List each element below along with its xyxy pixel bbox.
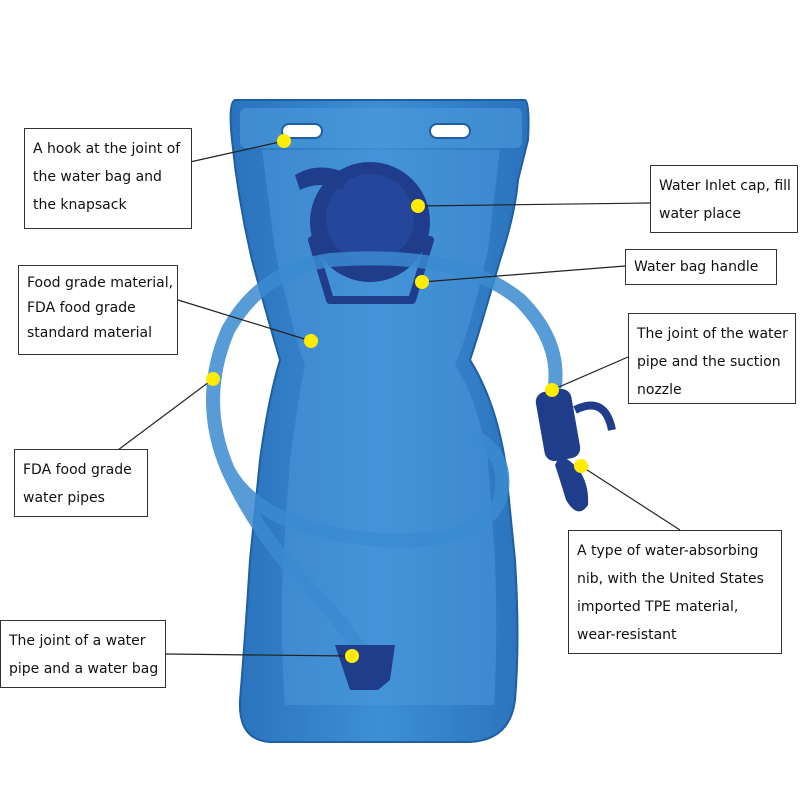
hook-slot-left bbox=[281, 123, 323, 139]
label-line: The joint of a water bbox=[9, 633, 146, 649]
bite-valve bbox=[555, 455, 589, 512]
marker-handle bbox=[415, 275, 429, 289]
label-pipe-joint: The joint of a water pipe and a water ba… bbox=[0, 620, 166, 688]
label-line: A type of water-absorbing bbox=[577, 543, 759, 559]
leader-handle bbox=[421, 265, 626, 283]
label-line: FDA food grade bbox=[23, 462, 132, 478]
label-line: The joint of the water bbox=[637, 326, 788, 342]
leader-inlet-cap bbox=[417, 202, 651, 207]
nozzle-cap-tether bbox=[573, 401, 616, 431]
leader-pipe-joint bbox=[165, 653, 351, 657]
marker-material bbox=[304, 334, 318, 348]
label-line: nib, with the United States bbox=[577, 571, 764, 587]
label-nozzle-joint: The joint of the water pipe and the suct… bbox=[628, 313, 796, 404]
marker-hook bbox=[277, 134, 291, 148]
leader-nozzle-joint bbox=[551, 356, 629, 391]
water-pipe bbox=[206, 251, 563, 657]
label-line: water pipes bbox=[23, 490, 105, 506]
label-line: imported TPE material, bbox=[577, 599, 739, 615]
label-line: Food grade material, bbox=[27, 275, 174, 291]
leader-pipes bbox=[117, 378, 214, 451]
label-line: pipe and the suction bbox=[637, 354, 781, 370]
marker-pipe-joint bbox=[345, 649, 359, 663]
label-material: Food grade material, FDA food grade stan… bbox=[18, 265, 178, 355]
label-line: the knapsack bbox=[33, 197, 127, 213]
label-nib: A type of water-absorbing nib, with the … bbox=[568, 530, 782, 654]
marker-nib bbox=[574, 459, 588, 473]
markers bbox=[206, 134, 588, 663]
inlet-cap-top bbox=[326, 174, 414, 262]
marker-pipes bbox=[206, 372, 220, 386]
hook-slot-right bbox=[429, 123, 471, 139]
leader-hook bbox=[189, 140, 285, 163]
water-bag-inner-panel bbox=[262, 150, 500, 705]
label-line: Water bag handle bbox=[634, 259, 759, 275]
label-line: pipe and a water bag bbox=[9, 661, 159, 677]
label-line: wear-resistant bbox=[577, 627, 677, 643]
label-line: nozzle bbox=[637, 382, 682, 398]
leader-nib bbox=[580, 465, 681, 531]
inlet-cap-tether bbox=[295, 167, 350, 190]
label-handle: Water bag handle bbox=[625, 249, 777, 285]
marker-inlet-cap bbox=[411, 199, 425, 213]
label-hook: A hook at the joint of the water bag and… bbox=[24, 128, 192, 229]
marker-nozzle-joint bbox=[545, 383, 559, 397]
label-line: the water bag and bbox=[33, 169, 162, 185]
leader-lines bbox=[117, 140, 681, 657]
suction-nozzle bbox=[535, 388, 581, 462]
label-line: water place bbox=[659, 206, 742, 222]
label-line: A hook at the joint of bbox=[33, 141, 181, 157]
label-inlet-cap: Water Inlet cap, fill water place bbox=[650, 165, 798, 233]
label-line: standard material bbox=[27, 325, 152, 341]
label-pipes: FDA food grade water pipes bbox=[14, 449, 148, 517]
leader-material bbox=[177, 299, 312, 342]
label-line: Water Inlet cap, fill bbox=[659, 178, 791, 194]
label-line: FDA food grade bbox=[27, 300, 136, 316]
